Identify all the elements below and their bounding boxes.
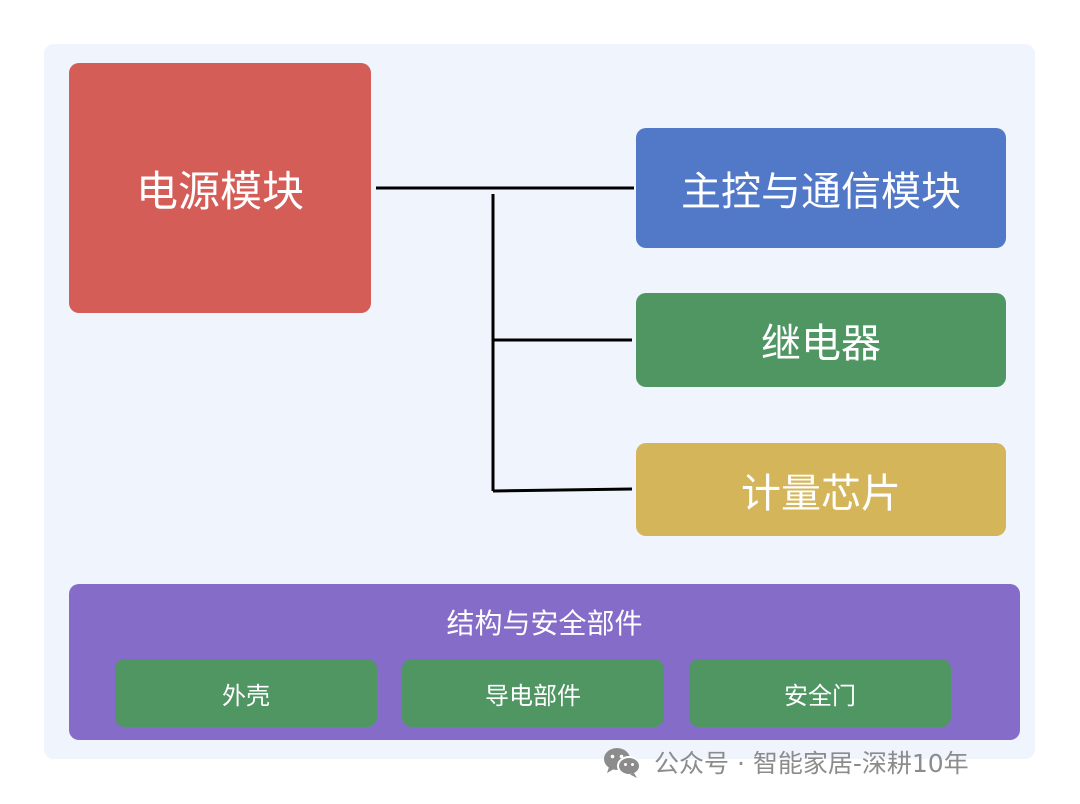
structure-item-conductive-parts: 导电部件 [402, 659, 664, 727]
power-module-label: 电源模块 [135, 166, 304, 216]
relay-label: 继电器 [761, 321, 881, 367]
structure-safety-title: 结构与安全部件 [446, 607, 643, 640]
metering-chip-box: 计量芯片 [636, 443, 1006, 536]
metering-chip-label: 计量芯片 [741, 470, 901, 517]
wechat-icon [604, 748, 641, 778]
structure-safety-group: 结构与安全部件 外壳 导电部件 安全门 [69, 584, 1020, 740]
relay-box: 继电器 [636, 293, 1006, 387]
structure-item-label: 外壳 [222, 681, 270, 710]
connector-to-meter [492, 487, 633, 493]
mcu-comm-module-box: 主控与通信模块 [636, 128, 1006, 248]
structure-item-label: 导电部件 [485, 681, 581, 710]
mcu-comm-module-label: 主控与通信模块 [681, 169, 961, 215]
structure-item-housing: 外壳 [115, 659, 377, 727]
watermark-text: 公众号 · 智能家居-深耕10年 [654, 749, 969, 778]
watermark: 公众号 · 智能家居-深耕10年 [602, 744, 969, 780]
structure-item-label: 安全门 [784, 681, 856, 710]
power-module-box: 电源模块 [69, 63, 371, 313]
structure-item-safety-shutter: 安全门 [689, 659, 951, 727]
